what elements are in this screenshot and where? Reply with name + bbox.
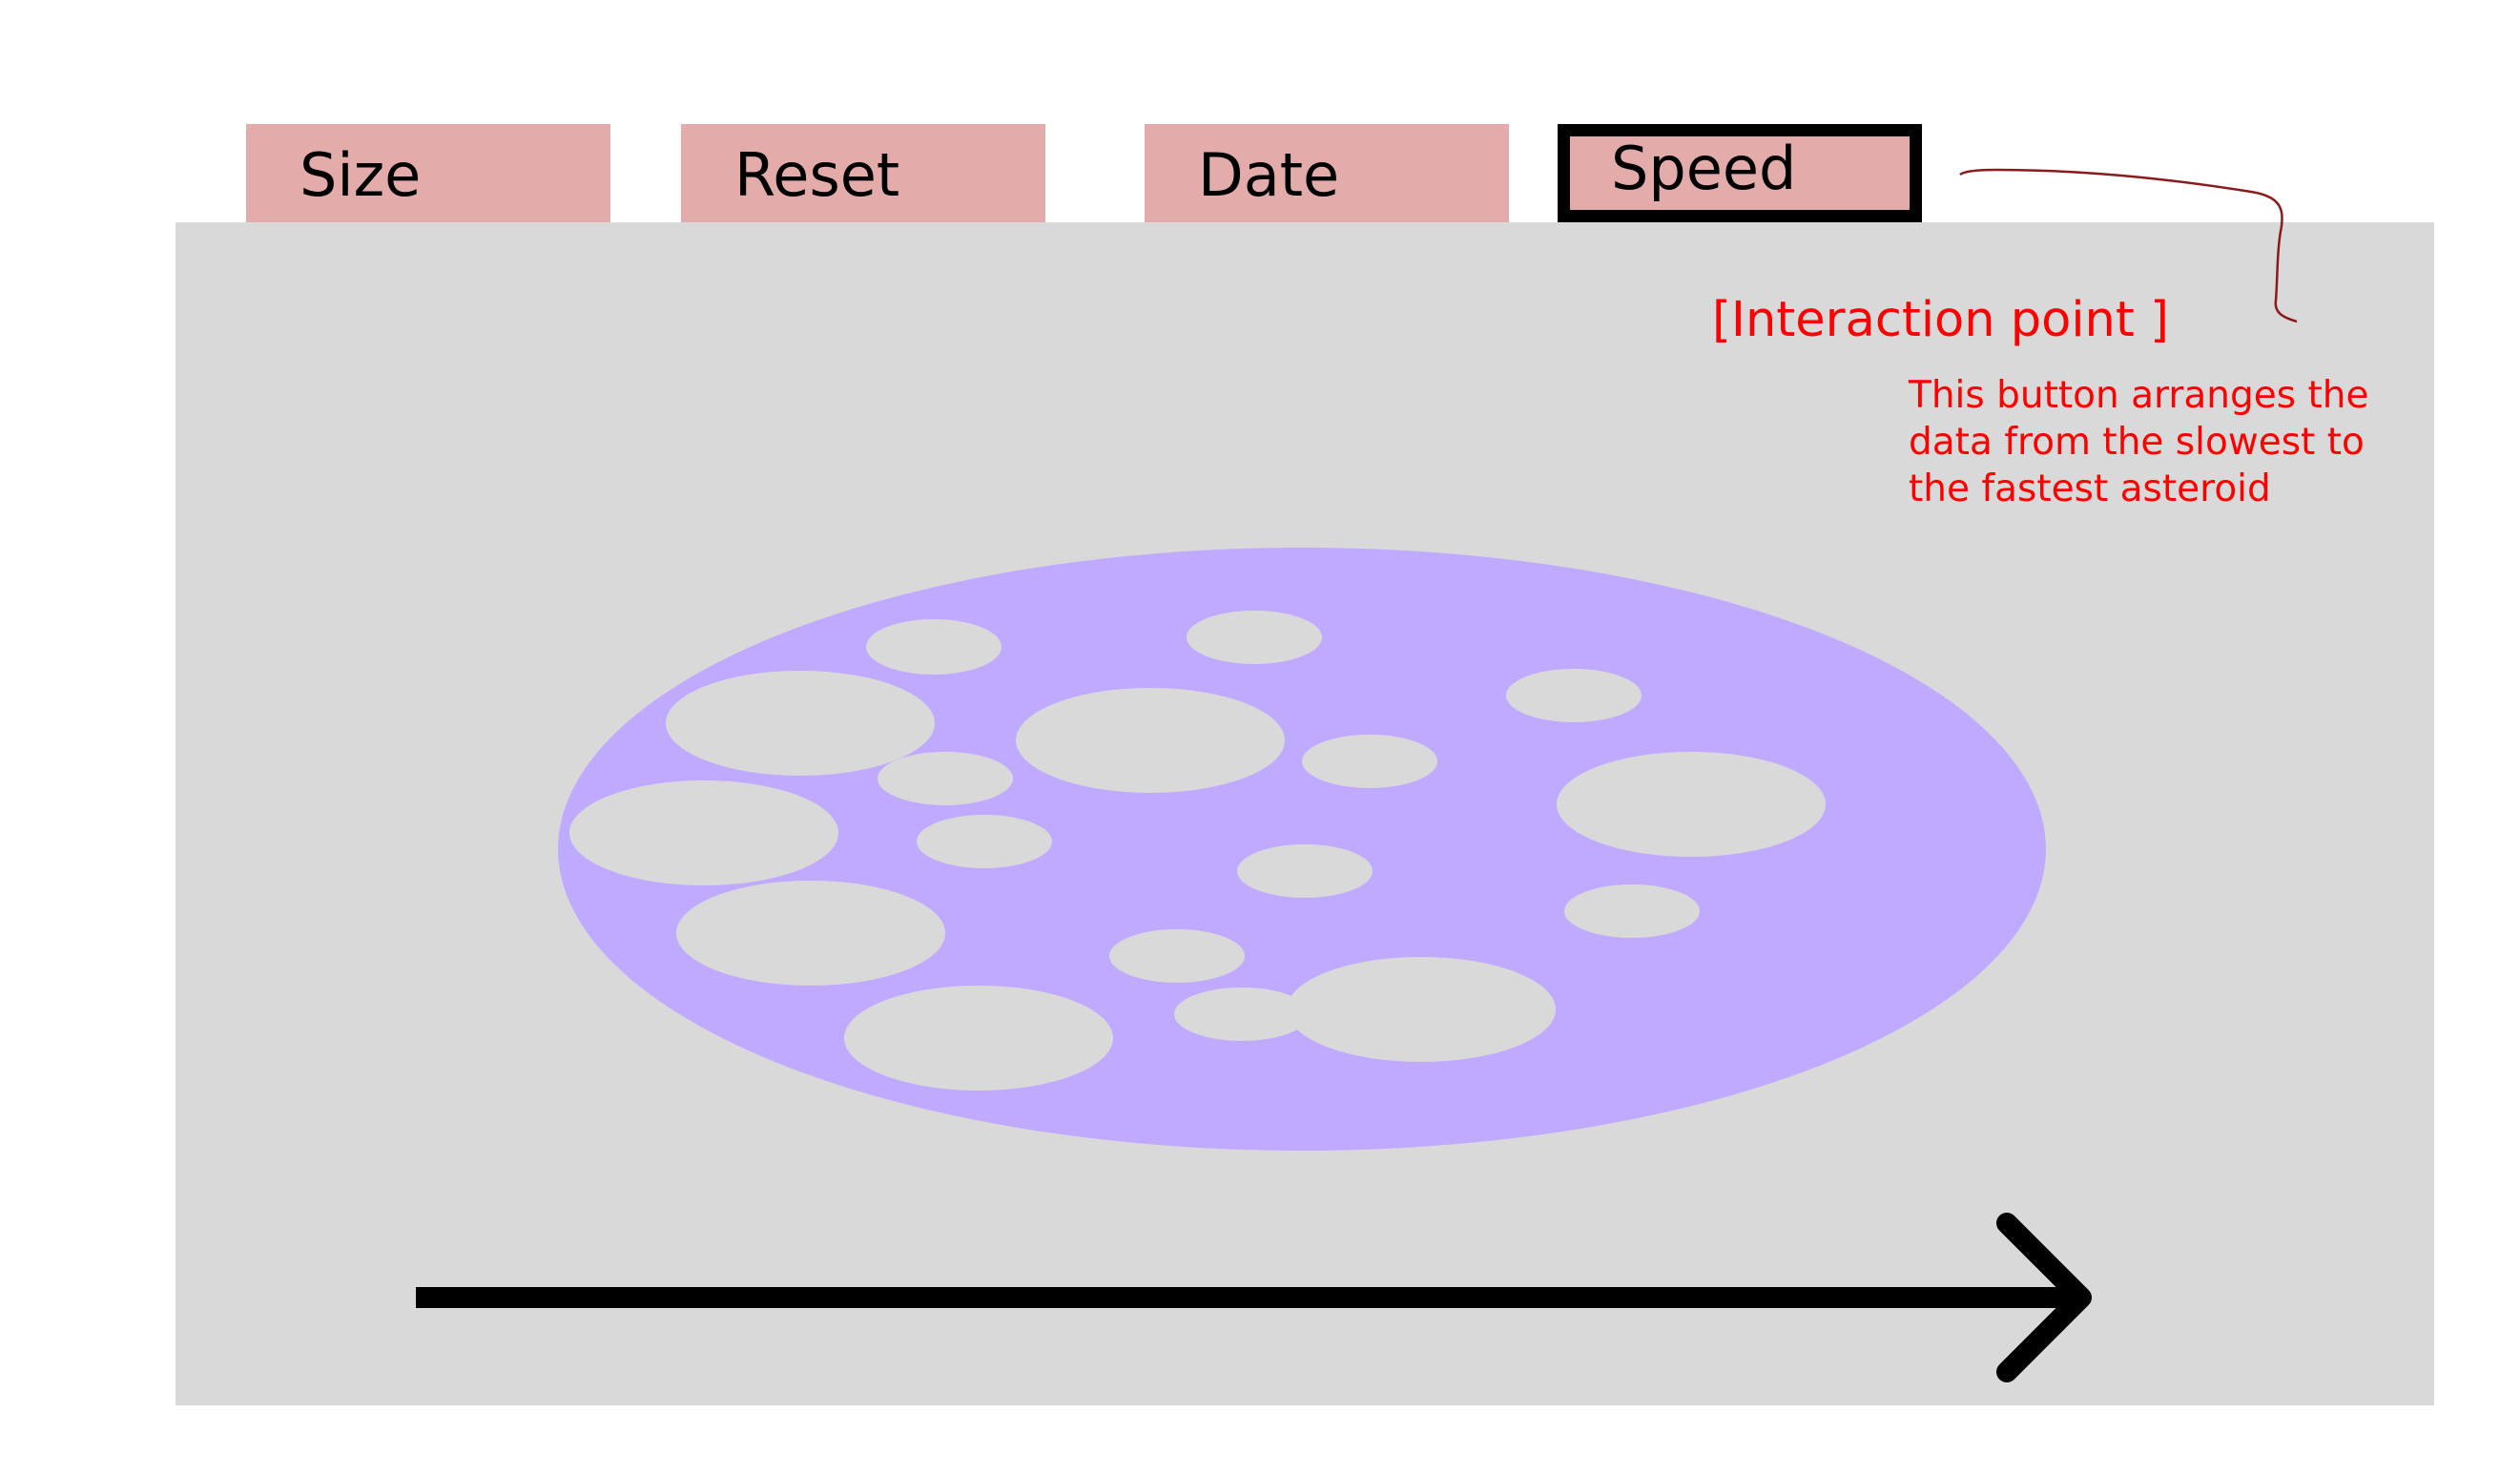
annotation-connector [1959, 168, 2298, 323]
asteroid[interactable] [676, 881, 945, 986]
asteroid[interactable] [1506, 669, 1642, 722]
asteroid[interactable] [1302, 735, 1437, 788]
asteroid[interactable] [1174, 987, 1310, 1041]
asteroid[interactable] [1237, 844, 1373, 898]
asteroid[interactable] [1187, 611, 1322, 664]
asteroid-cluster [558, 548, 2046, 1151]
speed-button[interactable]: Speed [1558, 124, 1922, 222]
date-button[interactable]: Date [1145, 124, 1509, 222]
asteroid[interactable] [1016, 688, 1285, 793]
asteroid[interactable] [569, 780, 838, 885]
reset-button-label: Reset [734, 140, 900, 210]
asteroid[interactable] [866, 619, 1002, 675]
asteroid[interactable] [1557, 752, 1826, 857]
asteroid[interactable] [917, 815, 1052, 868]
reset-button[interactable]: Reset [681, 124, 1045, 222]
asteroid[interactable] [844, 986, 1113, 1091]
right-arrow-icon [416, 1213, 2092, 1382]
asteroid[interactable] [666, 671, 935, 776]
asteroid[interactable] [1564, 884, 1700, 938]
size-button[interactable]: Size [246, 124, 610, 222]
annotation-description: This button arranges the data from the s… [1909, 374, 2369, 510]
asteroid[interactable] [878, 752, 1013, 805]
asteroid[interactable] [1109, 929, 1245, 983]
size-button-label: Size [300, 140, 422, 210]
asteroid[interactable] [1287, 957, 1556, 1062]
annotation-title: [Interaction point ] [1712, 292, 2169, 348]
date-button-label: Date [1198, 140, 1340, 210]
speed-button-label: Speed [1611, 134, 1797, 203]
